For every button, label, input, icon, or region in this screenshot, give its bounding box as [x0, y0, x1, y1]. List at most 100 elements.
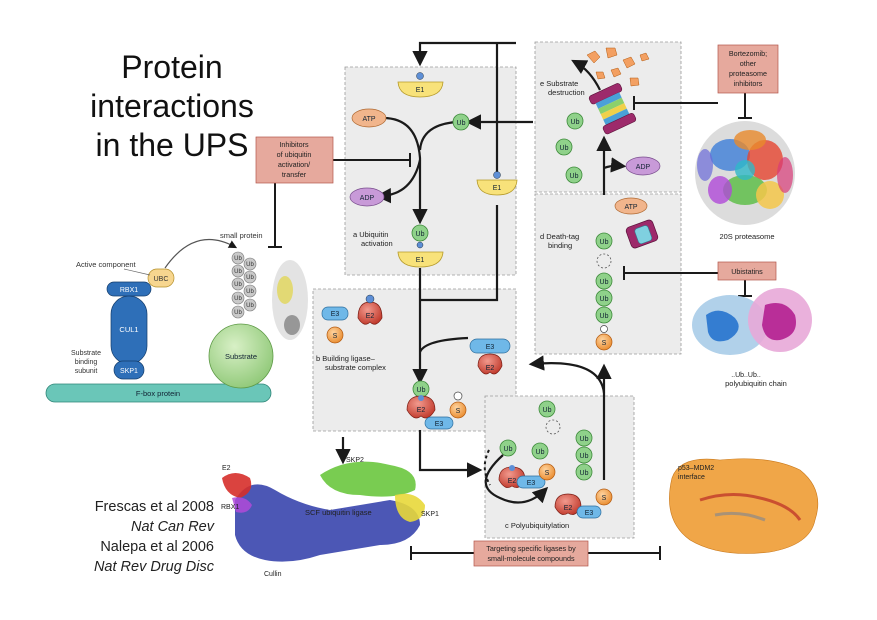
ub-label-d-2: Ub [600, 279, 609, 286]
substrate-fragments [586, 47, 650, 87]
inhibitor-box-ligases: Targeting specific ligases by small-mole… [473, 540, 589, 567]
e3-label-c-left: E3 [527, 480, 536, 487]
inhibitor-ligases-line-2: small-molecule compounds [487, 554, 574, 563]
e1-label-top: E1 [416, 87, 425, 94]
reference-1-journal: Nat Can Rev [130, 519, 214, 535]
e1-label-right: E1 [493, 185, 502, 192]
adp-label-a: ADP [360, 195, 375, 202]
inhibitor-activation-line-1: Inhibitors [279, 140, 309, 149]
e2-structure-label: E2 [222, 465, 231, 472]
inhibitor-bortezomib-line-4: inhibitors [734, 79, 763, 88]
atp-panel-d: ATP [614, 197, 648, 215]
panel-e-label-line-2: destruction [548, 88, 585, 97]
s-label-complex-b: S [456, 408, 461, 415]
s-label-d: S [602, 340, 607, 347]
inhibitor-activation-line-2: of ubiquitin [277, 150, 312, 159]
flow-arrow-e1-branch [420, 205, 499, 302]
e2-label-c-left: E2 [508, 478, 517, 485]
flow-arrow-dotted [483, 449, 491, 486]
ubc-label: UBC [154, 276, 169, 283]
substrate-binding-line-1: Substrate [71, 350, 101, 357]
inhibitor-box-bortezomib: Bortezomib; other proteasome inhibitors [717, 44, 779, 94]
cullin-structure-label: Cullin [264, 571, 282, 578]
e2-label-complex-b: E2 [417, 407, 426, 414]
substrate-shape [208, 323, 274, 389]
panel-b-label-line-2: substrate complex [325, 363, 386, 372]
substrate-binding-line-2: binding [75, 359, 98, 366]
flow-arrow-adp-out [603, 157, 627, 173]
rbx1-label: RBX1 [120, 287, 138, 294]
panel-e-label-line-1: e Substrate [540, 79, 578, 88]
inhibition-line-ligase-right [588, 546, 661, 560]
polyubiquitin-label-line-1: ..Ub..Ub.. [731, 372, 761, 379]
polyub-chain-c: Ub Ub Ub Ub [538, 400, 593, 481]
atp-label-d: ATP [624, 204, 637, 211]
ub-label-a-in: Ub [457, 120, 466, 127]
panel-c-label: c Polyubiquitylation [505, 521, 569, 530]
inhibitor-box-ubistatins: Ubistatins [717, 261, 777, 281]
ub-label-d-1: Ub [600, 239, 609, 246]
inhibitor-activation-line-4: transfer [282, 170, 307, 179]
fbox-label: F-box protein [136, 389, 180, 398]
panel-a-background [344, 66, 517, 276]
adp-molecule-a: ADP [349, 187, 385, 207]
substrate-binding-line-3: subunit [75, 368, 98, 375]
panel-d-label-line-2: binding [548, 241, 572, 250]
flow-arrow-atp [382, 116, 428, 225]
scf-ub-6: Ub [246, 289, 254, 295]
inhibition-line-ubistatins-down [738, 280, 752, 297]
panel-d-label-line-1: d Death-tag [540, 232, 579, 241]
e1-right: E1 [476, 171, 518, 196]
proteasome-20s-label: 20S proteasome [719, 232, 774, 241]
adp-panel-e: ADP [625, 156, 661, 176]
p53-mdm2-label-line-2: interface [678, 474, 705, 481]
s-label-c-left: S [545, 470, 550, 477]
inhibitor-bortezomib-line-2: other [740, 59, 757, 68]
inhibitor-ligases-line-1: Targeting specific ligases by [486, 544, 576, 553]
scf-ub-1: Ub [234, 256, 242, 262]
inhibitor-bortezomib-line-3: proteasome [729, 69, 767, 78]
proteasome-e [588, 83, 637, 135]
flow-arrow-adp [375, 159, 422, 204]
substrate-label: Substrate [225, 352, 257, 361]
adp-label-e: ADP [636, 164, 651, 171]
proteasome-20s-structure [695, 121, 795, 225]
reference-2-authors: Nalepa et al 2006 [100, 539, 214, 555]
title-line-3: in the UPS [95, 127, 249, 163]
atp-label-a: ATP [362, 116, 375, 123]
scf-ub-7: Ub [234, 296, 242, 302]
complex-panel-c-left: E2 E3 S Ub Ub [498, 439, 556, 489]
flow-arrow-e3-in [418, 336, 469, 353]
inhibition-line-ubistatins [623, 266, 718, 280]
scf-cartoon: F-box protein Substrate RBX1 CUL1 SKP1 U… [45, 231, 274, 403]
inhibition-line-scf [268, 183, 282, 248]
fbox-protein-shape [45, 383, 272, 403]
ub-label-c-top: Ub [543, 407, 552, 414]
flow-arrow-destruction [571, 59, 601, 91]
scf-ligase-label: SCF ubiquitin ligase [305, 508, 372, 517]
e1-top: E1 [397, 72, 444, 98]
flow-arrow-polyubiquitylation [484, 454, 549, 504]
inhibitor-bortezomib-line-1: Bortezomib; [729, 49, 767, 58]
flow-arrow-recycle-e2e3 [528, 355, 606, 394]
e2-panel-b: E2 [357, 294, 383, 325]
ub-on-e1: Ub E1 [397, 224, 444, 268]
inhibitor-activation-line-3: activation/ [278, 160, 310, 169]
panel-a-label-line-1: a Ubiquitin [353, 230, 388, 239]
slide-title: Protein interactions in the UPS [52, 48, 292, 165]
e3-label-recycled: E3 [486, 344, 495, 351]
scf-ligase-structure [222, 461, 425, 562]
atp-molecule: ATP [351, 108, 387, 128]
polyubiquitin-structure [692, 288, 812, 355]
ub-panel-e: Ub Ub Ub [555, 112, 584, 184]
complex-panel-b: Ub E2 E3 S [406, 380, 467, 430]
inhibition-line-ligase-left [410, 546, 474, 560]
proteasome-cap-d [625, 219, 659, 249]
s-label-c-right: S [602, 495, 607, 502]
p53-mdm2-structure [669, 458, 819, 554]
scf-ub-3: Ub [234, 269, 242, 275]
reference-2-journal: Nat Rev Drug Disc [93, 559, 214, 575]
e2-label-c-right: E2 [564, 505, 573, 512]
flow-arrow-b-to-c [418, 430, 483, 478]
